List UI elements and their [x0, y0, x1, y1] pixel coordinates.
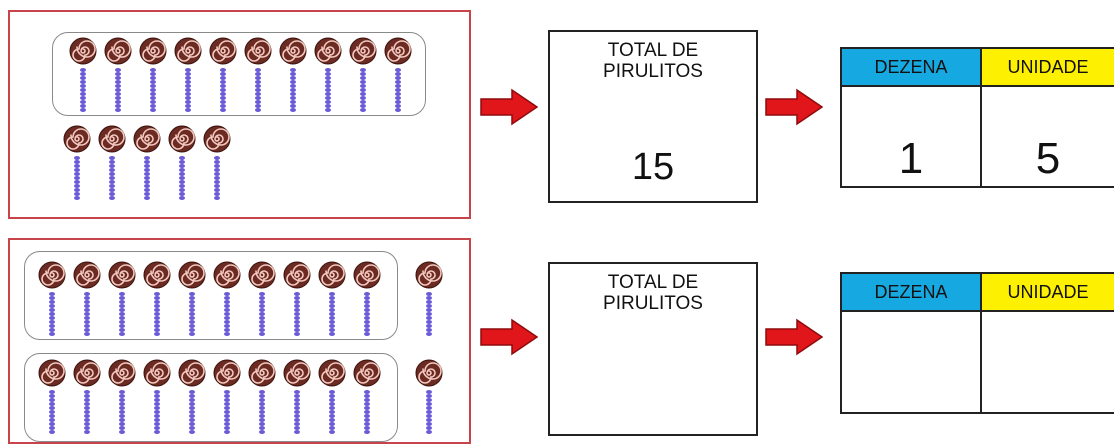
lollipop-icon [37, 260, 72, 340]
total-box: TOTAL DE PIRULITOS [548, 262, 758, 436]
lollipop-icon [138, 36, 173, 116]
group-of-ten [24, 251, 398, 340]
lollipop-icon [142, 260, 177, 340]
lollipop-icon [72, 358, 107, 438]
lollipop-icon [278, 36, 313, 116]
group-of-ten [52, 32, 426, 116]
lollipop-icon [383, 36, 418, 116]
dezena-header: DEZENA [842, 49, 980, 87]
lollipop-panel-2 [8, 238, 471, 444]
lollipop-row [62, 124, 237, 204]
total-box: TOTAL DE PIRULITOS 15 [548, 30, 758, 203]
right-arrow-icon [480, 318, 538, 356]
dezena-column: DEZENA 1 [842, 49, 980, 186]
lollipop-icon [72, 260, 107, 340]
lollipop-panel-1 [8, 10, 471, 219]
lollipop-icon [212, 260, 247, 340]
dezena-header: DEZENA [842, 274, 980, 312]
unidade-value: 5 [1035, 134, 1061, 183]
lollipop-icon [107, 260, 142, 340]
right-arrow-icon [480, 88, 538, 126]
total-label: TOTAL DE PIRULITOS [603, 272, 703, 314]
lollipop-icon [177, 358, 212, 438]
right-arrow-icon [765, 88, 823, 126]
lollipop-icon [132, 124, 167, 204]
lollipop-row [414, 260, 449, 340]
lollipop-icon [97, 124, 132, 204]
place-value-table: DEZENA UNIDADE [840, 272, 1114, 414]
lollipop-icon [68, 36, 103, 116]
lollipop-row [68, 36, 418, 116]
lollipop-icon [317, 260, 352, 340]
lollipop-icon [173, 36, 208, 116]
lollipop-icon [103, 36, 138, 116]
right-arrow-icon [765, 318, 823, 356]
lollipop-icon [247, 358, 282, 438]
lollipop-icon [243, 36, 278, 116]
lollipop-icon [352, 358, 387, 438]
dezena-column: DEZENA [842, 274, 980, 412]
lollipop-icon [107, 358, 142, 438]
unidade-header: UNIDADE [981, 49, 1114, 87]
lollipop-row [37, 358, 387, 438]
lollipop-icon [282, 260, 317, 340]
lollipop-icon [352, 260, 387, 340]
lollipop-icon [167, 124, 202, 204]
lollipop-icon [62, 124, 97, 204]
lollipop-icon [282, 358, 317, 438]
unidade-column: UNIDADE [979, 274, 1114, 412]
lollipop-icon [202, 124, 237, 204]
total-value: 15 [631, 146, 675, 188]
lollipop-icon [414, 358, 449, 438]
total-label: TOTAL DE PIRULITOS [603, 40, 703, 82]
dezena-value: 1 [898, 134, 924, 183]
lollipop-icon [317, 358, 352, 438]
lollipop-icon [142, 358, 177, 438]
lollipop-icon [313, 36, 348, 116]
group-of-ten [24, 353, 398, 442]
lollipop-icon [247, 260, 282, 340]
lollipop-icon [414, 260, 449, 340]
place-value-table: DEZENA 1 UNIDADE 5 [840, 47, 1114, 188]
lollipop-icon [208, 36, 243, 116]
lollipop-icon [177, 260, 212, 340]
lollipop-icon [212, 358, 247, 438]
unidade-column: UNIDADE 5 [979, 49, 1114, 186]
lollipop-icon [348, 36, 383, 116]
unidade-header: UNIDADE [981, 274, 1114, 312]
lollipop-icon [37, 358, 72, 438]
lollipop-row [37, 260, 387, 340]
lollipop-row [414, 358, 449, 438]
